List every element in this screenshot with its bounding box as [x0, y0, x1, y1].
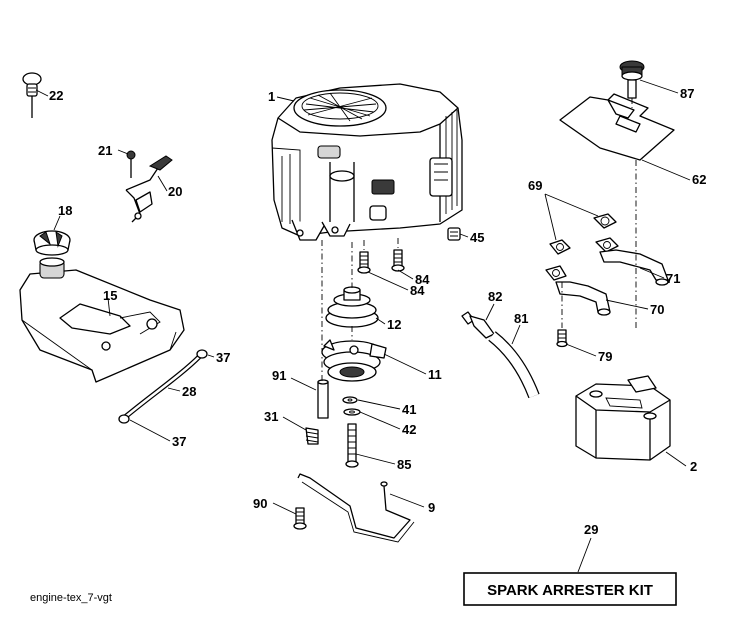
callout-21: 21 [98, 143, 112, 158]
callout-70: 70 [650, 302, 664, 317]
callout-82: 82 [488, 289, 502, 304]
callout-20: 20 [168, 184, 182, 199]
callout-31: 31 [264, 409, 278, 424]
callout-81: 81 [514, 311, 528, 326]
spark-arrester-kit-label: SPARK ARRESTER KIT [487, 582, 653, 599]
callout-29: 29 [584, 522, 598, 537]
callout-85: 85 [397, 457, 411, 472]
callout-91: 91 [272, 368, 286, 383]
callout-labels: 1 22 87 62 21 20 69 71 18 45 84 84 15 82… [49, 86, 706, 537]
rod-part [297, 473, 415, 543]
spark-arrester-kit-box [463, 572, 677, 606]
callout-87: 87 [680, 86, 694, 101]
callout-84-upper: 84 [415, 272, 430, 287]
callout-71: 71 [666, 271, 680, 286]
heat-shield-part [559, 93, 675, 161]
fuel-line-part [118, 349, 208, 424]
fitting-part [447, 227, 461, 241]
callout-37-lower: 37 [172, 434, 186, 449]
spark-plug-lead-part [461, 311, 540, 399]
callout-84-lower: 84 [410, 283, 425, 298]
callout-2: 2 [690, 459, 697, 474]
gasket-part [545, 213, 619, 281]
fuel-tank-part [19, 257, 185, 383]
figure-code: engine-tex_7-vgt [30, 592, 112, 604]
callout-11: 11 [428, 367, 442, 382]
callout-41: 41 [402, 402, 416, 417]
fuel-cap-part [33, 230, 71, 256]
leader-lines [35, 79, 691, 573]
callout-9: 9 [428, 500, 435, 515]
callout-37-upper: 37 [216, 350, 230, 365]
clutch-part [321, 339, 387, 382]
callout-12: 12 [387, 317, 401, 332]
choke-knob-part [22, 72, 42, 118]
callout-45: 45 [470, 230, 484, 245]
spark-arrester-kit: SPARK ARRESTER KIT [463, 572, 677, 606]
pulley-part [325, 286, 379, 328]
alignment-lines [321, 98, 637, 382]
spring-part [305, 427, 319, 445]
callout-15: 15 [103, 288, 117, 303]
callout-79: 79 [598, 349, 612, 364]
throttle-control-part [125, 150, 173, 223]
callout-1: 1 [268, 89, 275, 104]
spacer-part [317, 379, 329, 419]
callout-42: 42 [402, 422, 416, 437]
callout-18: 18 [58, 203, 72, 218]
muffler-part [575, 375, 671, 461]
bolt-85-part [345, 423, 359, 468]
callout-69: 69 [528, 178, 542, 193]
callout-22: 22 [49, 88, 63, 103]
bolt-90-part [293, 507, 307, 530]
bolt-part [357, 249, 405, 274]
exhaust-pipe-part [555, 249, 669, 316]
callout-28: 28 [182, 384, 196, 399]
bolt-79-part [556, 329, 568, 348]
knob-part [619, 60, 645, 99]
callout-90: 90 [253, 496, 267, 511]
washer-part [342, 396, 361, 416]
engine-part [271, 83, 463, 241]
callout-62: 62 [692, 172, 706, 187]
